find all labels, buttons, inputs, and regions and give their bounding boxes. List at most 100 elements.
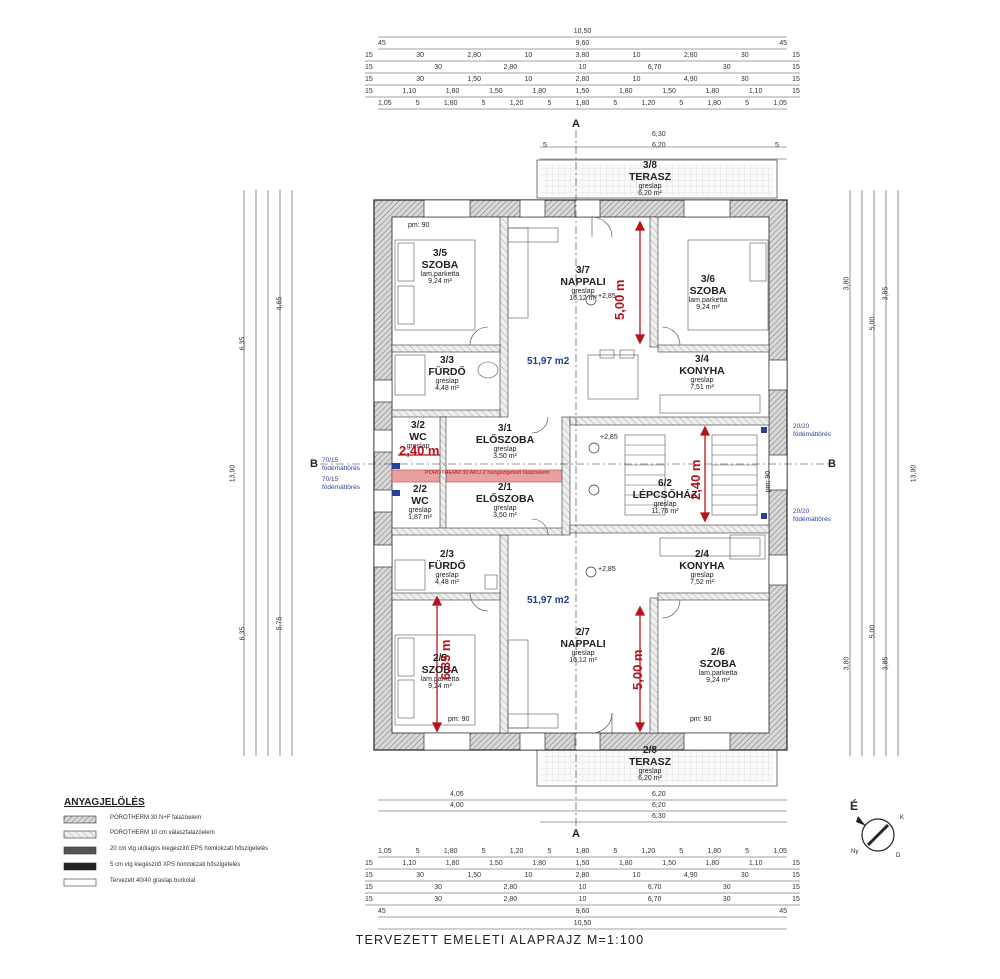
room-name: SZOBA [421, 259, 459, 271]
floor-break-right-1: 20/20 födémáttörés [793, 423, 831, 439]
dim: 45 [378, 908, 386, 915]
red-dim-left: 6,35 m [438, 639, 453, 680]
room-area: 7,51 m² [690, 384, 714, 391]
dim: 30 [722, 884, 731, 891]
side-dimension-chains [243, 190, 899, 756]
dim: 10 [524, 76, 533, 83]
room-number: 6/2 [658, 478, 672, 489]
dim: 15 [365, 872, 373, 879]
compass-south: D [896, 853, 901, 859]
dim: 1,80 [443, 848, 458, 855]
dim: 5 [745, 100, 750, 107]
section-lines [320, 130, 830, 830]
dim: 15 [792, 52, 800, 59]
dim: 30 [740, 52, 749, 59]
dim: 5 [679, 848, 684, 855]
room-material: greslap [638, 183, 662, 190]
dim: 2,80 [503, 884, 518, 891]
room-area: 11,76 m² [651, 508, 679, 515]
dim: 45 [779, 908, 787, 915]
furniture [394, 227, 769, 729]
room-2-8: 2/8 TERASZ greslap 6,20 m² [620, 745, 680, 782]
room-number: 3/4 [695, 354, 709, 365]
legend-item: 5 cm vtg kiegészítő XPS homlokzati hőszi… [110, 862, 241, 868]
dim-row: 15 30 2,80 10 6,70 30 15 [365, 896, 800, 903]
dim: 2,80 [575, 76, 590, 83]
dim: 15 [792, 64, 800, 71]
room-3-6: 3/6 SZOBA lam.parketta 9,24 m² [678, 274, 738, 311]
dim-row: 10,50 [573, 28, 592, 35]
dim: 15 [365, 896, 373, 903]
unit-area-bottom: 51,97 m2 [527, 595, 570, 606]
right-seg-2: 3,85 [882, 286, 890, 301]
top-dimension-chains [365, 36, 800, 160]
legend-item: Tervezett 40/40 graslap burkolat [110, 878, 196, 884]
dim: 15 [792, 872, 800, 879]
dim: 9,60 [575, 908, 590, 915]
dim-row: 15 30 2,80 10 3,80 10 2,80 30 15 [365, 52, 800, 59]
dim: 6,70 [647, 884, 662, 891]
room-name: FÜRDŐ [428, 560, 466, 572]
room-2-1: 2/1 ELŐSZOBA greslap 3,50 m² [470, 482, 540, 519]
page-title: TERVEZETT EMELETI ALAPRAJZ M=1:100 [355, 933, 645, 947]
dim: 15 [365, 860, 373, 867]
level-top: +2,85 [598, 293, 616, 300]
dim: 30 [416, 52, 424, 59]
dim: 30 [434, 64, 443, 71]
dim: 2,80 [575, 872, 590, 879]
room-material: greslap [435, 572, 459, 579]
dim: 30 [434, 896, 443, 903]
dim: 15 [792, 896, 800, 903]
room-number: 2/3 [440, 549, 454, 560]
dim: 5 [415, 848, 420, 855]
red-dim-stair: 2,40 m [688, 459, 703, 500]
room-material: greslap [653, 501, 677, 508]
room-3-8: 3/8 TERASZ greslap 6,20 m² [620, 160, 680, 197]
room-3-2: 3/2 WC greslap [398, 420, 438, 450]
level-bottom: +2,85 [598, 566, 616, 573]
dim: 1,80 [443, 100, 458, 107]
dim: 1,80 [618, 860, 633, 867]
dim: 1,80 [532, 88, 546, 95]
floor-break-label: födémáttörés [322, 465, 360, 472]
room-area: 9,24 m² [428, 278, 452, 285]
dim: 1,10 [402, 88, 417, 95]
dim: 1,20 [509, 848, 524, 855]
dim: 1,80 [445, 88, 460, 95]
floor-break-left-2: 70/15 födémáttörés [322, 476, 360, 492]
room-name: KONYHA [679, 365, 725, 377]
room-6-2: 6/2 LÉPCSŐHÁZ greslap 11,76 m² [625, 478, 705, 515]
dim: 5 [679, 100, 684, 107]
dim: 10 [632, 76, 641, 83]
dim: 1,50 [489, 88, 503, 95]
room-name: TERASZ [629, 756, 671, 768]
dim: 5 [547, 848, 552, 855]
room-area: 3,50 m² [493, 453, 517, 460]
room-area: 6,20 m² [638, 775, 662, 782]
room-name: ELŐSZOBA [475, 434, 535, 446]
left-outer-dim: 13,90 [229, 464, 237, 483]
dim-row: 10,50 [573, 920, 592, 927]
floor-break-size: 20/20 [793, 423, 810, 430]
interior-walls [391, 216, 770, 734]
dim-row: 15 30 1,50 10 2,80 10 4,90 30 15 [365, 76, 800, 83]
room-2-6: 2/6 SZOBA lam.parketta 9,24 m² [688, 647, 748, 684]
room-2-5: 2/5 SZOBA lam.parketta 9,24 m² [410, 653, 470, 690]
dim: 6,70 [647, 896, 662, 903]
room-material: greslap [408, 507, 432, 514]
dim: 1,80 [575, 100, 590, 107]
room-number: 3/6 [701, 274, 715, 285]
dim: 1,10 [402, 860, 417, 867]
room-area: 16,12 m² [569, 657, 597, 664]
room-name: SZOBA [699, 658, 737, 670]
room-material: greslap [571, 650, 595, 657]
room-2-2: 2/2 WC greslap 1,87 m² [398, 484, 442, 521]
terrace-dim-top-2: 6,20 [652, 142, 666, 149]
dim: 5 [481, 848, 486, 855]
room-material: greslap [690, 377, 714, 384]
left-seg-3: 4,65 [276, 296, 284, 311]
windows [373, 199, 788, 751]
right-seg-5: 3,85 [882, 656, 890, 671]
level-mid: +2,85 [600, 434, 618, 441]
